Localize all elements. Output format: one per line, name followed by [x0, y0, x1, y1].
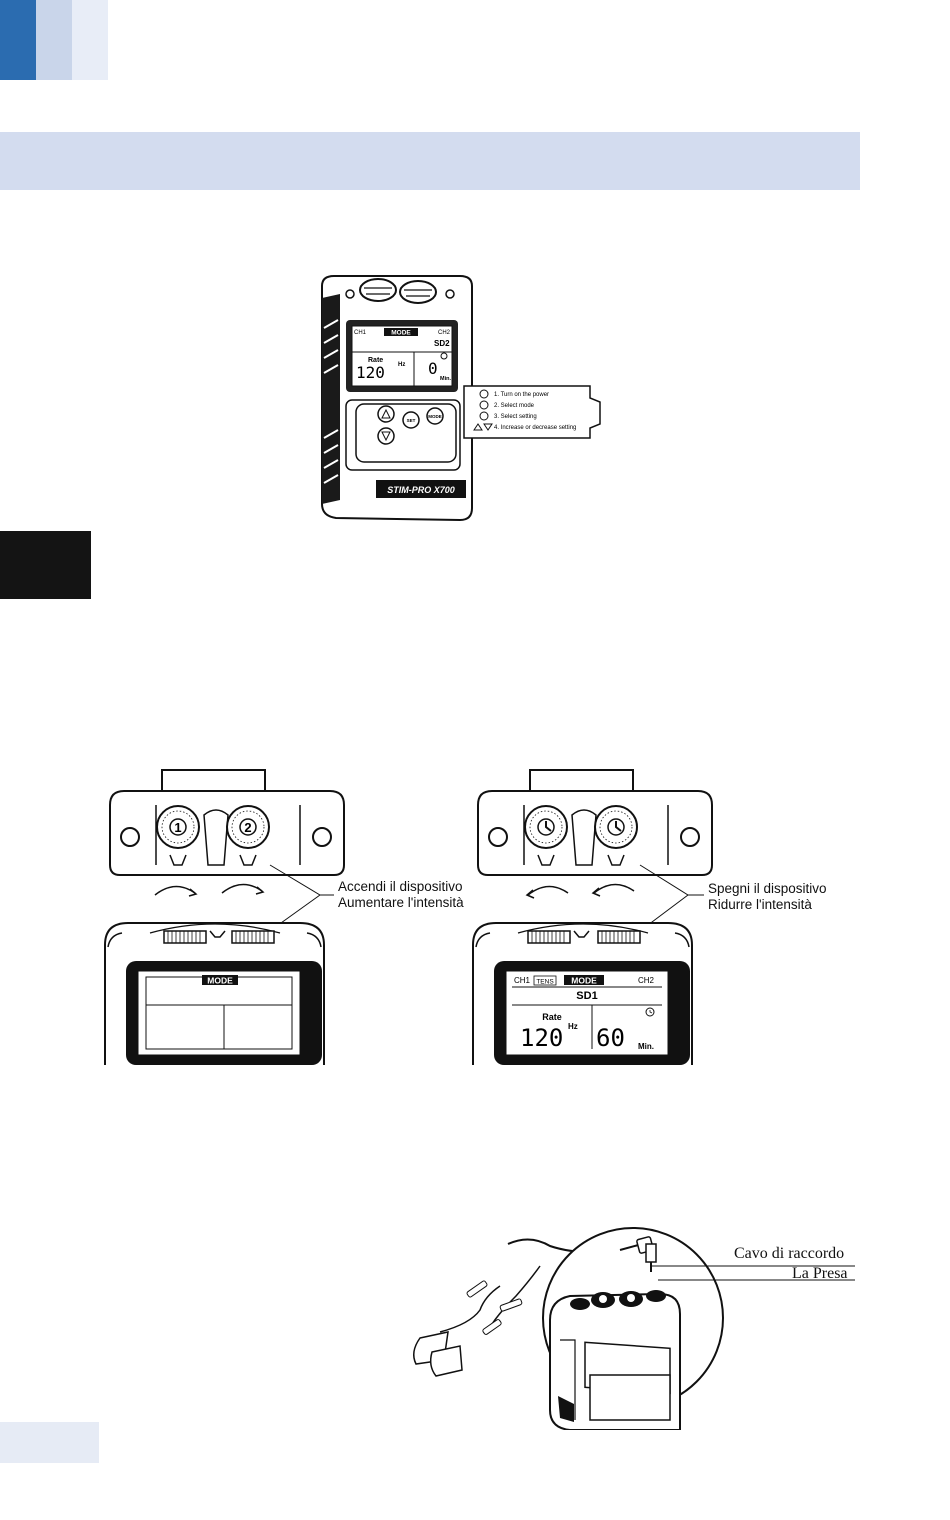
rotate-counterclockwise-arrow-left	[527, 885, 569, 896]
clock-icon	[645, 1007, 655, 1017]
chapter-side-tab	[0, 531, 91, 599]
lcd-time-value: 0	[428, 359, 438, 378]
instruction-step-1: 1. Turn on the power	[494, 392, 549, 398]
down-arrow-icon	[483, 423, 493, 431]
lcd-off-ch2: CH2	[638, 976, 655, 985]
header-strip-light	[72, 0, 108, 80]
lcd-rate-label: Rate	[368, 357, 383, 364]
knob-right-number: 2	[244, 820, 251, 835]
lcd-off-time-unit: Min.	[638, 1042, 654, 1051]
label-connection-cable: Cavo di raccordo	[734, 1245, 845, 1262]
up-button	[377, 405, 395, 423]
section-title-band	[0, 132, 860, 190]
instruction-step-2: 2. Select mode	[494, 403, 535, 409]
knob-ch1-top	[359, 278, 397, 302]
label-socket: La Presa	[792, 1265, 848, 1282]
lcd-off-rate-unit: Hz	[568, 1022, 578, 1031]
lcd-rate-value: 120	[356, 363, 385, 382]
mode-icon	[479, 400, 489, 410]
lcd-rate-unit: Hz	[398, 362, 405, 368]
rotate-counterclockwise-arrow-right	[593, 883, 635, 894]
lcd-time-unit: Min.	[440, 376, 451, 382]
header-strip-mid	[36, 0, 72, 80]
lcd-off-tens: TENS	[536, 979, 554, 986]
rotate-clockwise-arrow-left	[154, 885, 196, 896]
lcd-off-mode: MODE	[571, 976, 597, 986]
instruction-step-3: 3. Select setting	[494, 414, 537, 420]
down-button	[377, 427, 395, 445]
knob-ch2-top	[399, 280, 437, 304]
callout-turn-on: Accendi il dispositivo	[338, 879, 463, 894]
lcd-program: SD2	[434, 339, 450, 348]
lcd-mode-label-on: MODE	[207, 976, 233, 986]
footer-page-tab	[0, 1422, 99, 1463]
lcd-mode-label: MODE	[391, 330, 411, 337]
callout-turn-off: Spegni il dispositivo	[708, 881, 827, 896]
callout-increase-intensity: Aumentare l'intensità	[338, 895, 464, 910]
set-button	[402, 411, 420, 429]
knob-left-number: 1	[174, 820, 181, 835]
device-panel-illustration: CH1 MODE CH2 SD2 Rate 120 Hz 0 Min. SET …	[321, 275, 601, 522]
brand-name: STIM-PRO X700	[387, 485, 455, 495]
instruction-step-4: 4. Increase or decrease setting	[494, 425, 576, 431]
lcd-off-time-value: 60	[596, 1024, 625, 1052]
lcd-off-program: SD1	[576, 990, 597, 1002]
knob-on-illustration: 1 2 MODE	[104, 769, 345, 1065]
clock-icon	[440, 352, 448, 360]
rotate-clockwise-arrow-right	[221, 883, 263, 894]
power-icon	[479, 389, 489, 399]
mode-button	[426, 407, 444, 425]
lcd-ch2-label: CH2	[438, 330, 451, 336]
lcd-off-ch1: CH1	[514, 976, 531, 985]
knob-off-illustration: CH1 TENS MODE CH2 SD1 Rate 120 Hz 60 Min…	[472, 769, 713, 1065]
lcd-ch1-label: CH1	[354, 330, 367, 336]
svg-text:MODE: MODE	[428, 414, 442, 419]
lcd-off-rate-label: Rate	[542, 1012, 562, 1022]
up-arrow-icon	[473, 423, 483, 431]
set-icon	[479, 411, 489, 421]
lcd-off-rate-value: 120	[520, 1024, 563, 1052]
connection-illustration	[413, 1227, 855, 1430]
header-strip-dark	[0, 0, 36, 80]
callout-decrease-intensity: Ridurre l'intensità	[708, 897, 812, 912]
svg-text:SET: SET	[407, 418, 416, 423]
